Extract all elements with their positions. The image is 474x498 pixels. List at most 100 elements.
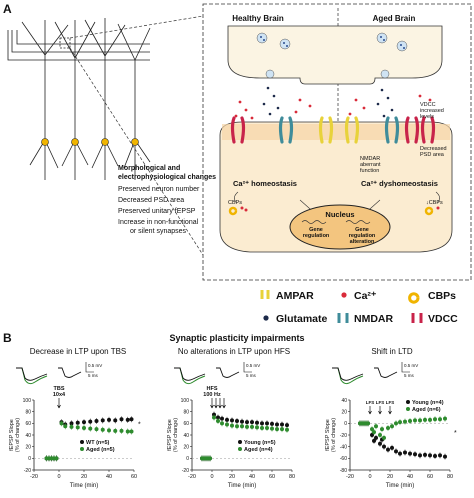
data-point (372, 430, 376, 435)
example-traces: 0.5 mV5 ms (16, 362, 102, 385)
gene-reg-text: regulation (303, 233, 330, 239)
decreased-psd-label: PSD area (420, 152, 445, 158)
gene-reg-text: alteration (350, 239, 375, 245)
trace-young (332, 367, 364, 381)
trace-aged (174, 367, 206, 385)
x-tick-label: 60 (131, 474, 137, 480)
data-point (82, 420, 86, 425)
stim-label: LFS (386, 400, 395, 405)
scale-bar-ms: 5 ms (404, 373, 415, 378)
glutamate-dot (276, 106, 280, 110)
data-point (403, 419, 407, 424)
legend-cbps: CBPs (408, 290, 456, 304)
data-point (216, 415, 220, 420)
data-point (54, 456, 59, 461)
data-point (390, 424, 394, 429)
data-point (386, 426, 390, 430)
stim-label: HFS (207, 386, 218, 392)
gene-reg-text: Gene (309, 227, 323, 233)
scale-bar-ms: 5 ms (246, 373, 257, 378)
data-point (280, 422, 284, 427)
data-point (260, 421, 264, 426)
data-point (413, 418, 417, 423)
y-tick-label: -20 (24, 468, 31, 474)
trace-baseline (216, 367, 240, 378)
data-point (418, 418, 422, 423)
data-point (408, 451, 412, 456)
data-point (260, 426, 264, 430)
data-point (82, 426, 86, 430)
scale-bar (243, 362, 252, 373)
stim-arrow (388, 406, 392, 415)
stim-arrow (378, 406, 382, 415)
data-point (230, 418, 234, 423)
data-point (220, 416, 224, 421)
glutamate-dot (266, 86, 270, 90)
y-axis-label: fEPSP Slope(% of change) (9, 418, 21, 452)
cbps-right: ↓CBPs (424, 200, 443, 216)
glutamate-dot (262, 102, 266, 106)
gene-reg-text: Gene (355, 227, 369, 233)
data-point (88, 419, 93, 424)
cbps-right-label: ↓CBPs (426, 200, 443, 206)
nmdar-icon (337, 313, 349, 323)
changes-item: or silent synapses (130, 228, 187, 235)
x-axis-label: Time (min) (228, 483, 256, 489)
data-point (390, 445, 394, 450)
series-aged (44, 420, 134, 462)
ca-ion-dot (308, 104, 312, 108)
data-point (129, 417, 134, 422)
x-tick-label: 60 (427, 474, 433, 480)
ca-ion-dot (298, 98, 302, 102)
stim-arrow (218, 398, 222, 409)
cbps-left-label: CBPs (228, 200, 242, 206)
y-tick-label: 20 (25, 444, 31, 450)
stim-label: LFS (376, 400, 385, 405)
x-tick-label: 0 (57, 474, 60, 480)
healthy-brain-title: Healthy Brain (232, 14, 284, 23)
ca-ion-dot (428, 98, 432, 102)
data-point (408, 419, 412, 423)
panel-b-label: B (3, 331, 12, 345)
data-point (220, 421, 224, 426)
data-point (275, 427, 279, 432)
y-tick-label: 100 (181, 398, 190, 404)
legend-marker (80, 440, 84, 444)
ca-ion-dot (418, 94, 422, 98)
ca-icon (341, 292, 347, 298)
glutamate-dot (382, 114, 386, 118)
data-point (433, 417, 437, 422)
y-tick-label: 80 (183, 409, 189, 415)
synapse-box (202, 3, 472, 281)
y-tick-label: -20 (340, 433, 347, 439)
data-point (113, 418, 118, 423)
data-point (265, 426, 269, 430)
data-point (69, 424, 74, 429)
x-tick-label: 60 (269, 474, 275, 480)
legend-label: VDCC (428, 313, 458, 325)
ca-ion-dot (362, 106, 366, 110)
aged-annotations: NMDAR aberrant function VDCC increased l… (360, 102, 447, 174)
data-point (100, 427, 105, 432)
vdcc-increased-label: levels (420, 114, 434, 120)
trace-young (16, 367, 48, 381)
changes-item: Decreased PSD area (118, 197, 184, 204)
glutamate-dot (386, 96, 390, 100)
neuron-illustration (7, 18, 151, 180)
plot-legend: Young (n=4)Aged (n=6) (406, 400, 444, 413)
y-tick-label: -40 (340, 444, 347, 450)
decreased-psd-label: Decreased (420, 146, 447, 152)
nmdar-aberrant-label: function (360, 168, 379, 174)
vdcc-icon (411, 313, 423, 323)
y-tick-label: 20 (183, 444, 189, 450)
data-point (125, 417, 130, 422)
legend-label: Young (n=4) (412, 400, 444, 406)
ca-ion-dot (354, 98, 358, 102)
x-tick-label: -20 (188, 474, 196, 480)
data-point (230, 423, 234, 428)
data-point (394, 421, 398, 426)
y-tick-label: 40 (25, 433, 31, 439)
neuron-soma (41, 138, 49, 146)
data-point (403, 450, 407, 455)
